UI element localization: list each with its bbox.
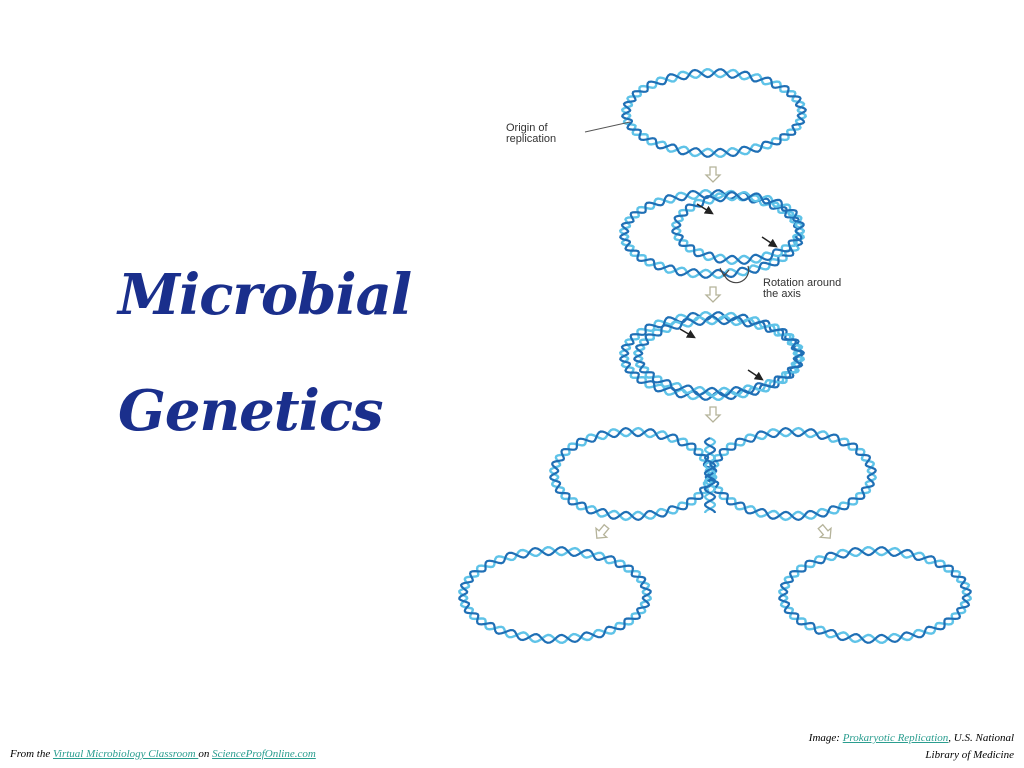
- footer-right-prefix: Image:: [808, 732, 843, 744]
- rotation-label-line-2: the axis: [763, 288, 801, 300]
- fork-arrow-icon: [761, 236, 778, 248]
- fork-arrow-icon: [679, 328, 696, 339]
- virtual-microbiology-classroom-link[interactable]: Virtual Microbiology Classroom: [52, 748, 199, 760]
- dna-ring-stage3-inner: [632, 314, 804, 398]
- dna-ring-daughter-left: [458, 545, 652, 645]
- prokaryotic-replication-link[interactable]: Prokaryotic Replication: [842, 732, 949, 744]
- dna-ring-stage1: [621, 67, 807, 159]
- rotation-icon: [723, 265, 750, 284]
- scienceprofonline-link[interactable]: ScienceProfOnline.com: [212, 748, 316, 760]
- dna-junction: [703, 437, 717, 514]
- dna-ring-stage3-outer: [619, 310, 805, 402]
- origin-pointer-line: [584, 121, 631, 133]
- dna-ring-stage4-right: [706, 426, 878, 522]
- footer-right-line2: Library of Medicine: [925, 749, 1014, 761]
- rotation-arrowhead-icon: [719, 267, 730, 278]
- fork-arrow-icon: [696, 203, 714, 215]
- footer-left-prefix: From the: [10, 748, 53, 760]
- footer-credit-left: From the Virtual Microbiology Classroom …: [10, 748, 316, 760]
- step-arrow-icon: [704, 166, 722, 183]
- step-arrow-icon: [704, 286, 722, 303]
- step-arrow-icon: [817, 523, 832, 539]
- fork-arrow-icon: [747, 369, 764, 381]
- footer-right-suffix: , U.S. National: [948, 732, 1014, 744]
- dna-ring-stage2-inner: [671, 190, 805, 266]
- origin-label-line-2: replication: [506, 133, 556, 145]
- origin-label-line-1: Origin of: [506, 122, 549, 134]
- dna-ring-stage4-left: [549, 426, 715, 522]
- step-arrow-icon: [595, 523, 610, 539]
- step-arrow-icon: [704, 406, 722, 423]
- rotation-label-line-1: Rotation around: [763, 277, 841, 289]
- dna-ring-daughter-right: [778, 545, 972, 645]
- title-line-1: Microbial: [118, 262, 412, 328]
- footer-credit-right: Image: Prokaryotic Replication, U.S. Nat…: [809, 730, 1014, 764]
- dna-ring-stage2-outer: [619, 188, 805, 280]
- footer-left-mid: on: [198, 748, 213, 760]
- title-line-2: Genetics: [118, 378, 384, 444]
